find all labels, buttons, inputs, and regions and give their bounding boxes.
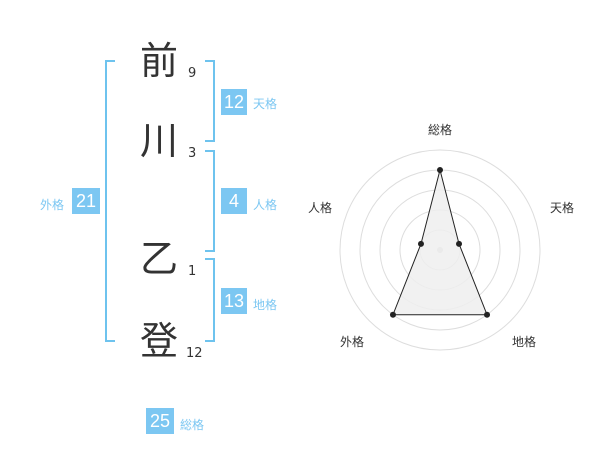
radar-axis-label: 人格 xyxy=(308,200,332,215)
stroke-count-4: 12 xyxy=(186,346,203,361)
stroke-count-3: 1 xyxy=(188,264,197,279)
tenkaku-bracket xyxy=(205,60,215,142)
name-char-4: 登 xyxy=(140,319,179,363)
name-char-2: 川 xyxy=(140,119,179,163)
gaikaku-bracket xyxy=(105,60,115,342)
chikaku-bracket xyxy=(205,258,215,342)
name-char-1: 前 xyxy=(140,39,179,83)
stroke-count-1: 9 xyxy=(188,66,197,81)
radar-point xyxy=(417,240,424,247)
chikaku-value: 13 xyxy=(221,288,247,314)
gaikaku-value: 21 xyxy=(72,188,100,214)
radar-grid-ring xyxy=(339,149,541,351)
radar-axis-label: 天格 xyxy=(550,200,574,215)
radar-point xyxy=(456,240,463,247)
name-char-3: 乙 xyxy=(140,237,179,281)
radar-point xyxy=(437,167,443,173)
jinkaku-bracket xyxy=(205,150,215,252)
radar-axis-label: 総格 xyxy=(428,122,452,137)
tenkaku-value: 12 xyxy=(221,89,247,115)
soukaku-label: 総格 xyxy=(180,418,205,432)
radar-series-polygon xyxy=(392,169,488,316)
jinkaku-value: 4 xyxy=(221,188,247,214)
gaikaku-label: 外格 xyxy=(40,198,65,212)
tenkaku-label: 天格 xyxy=(253,97,278,111)
chikaku-label: 地格 xyxy=(253,298,278,312)
radar-axis-label: 地格 xyxy=(512,334,536,349)
radar-point xyxy=(389,311,396,318)
stroke-count-2: 3 xyxy=(188,146,197,161)
radar-point xyxy=(484,311,491,318)
jinkaku-label: 人格 xyxy=(253,198,278,212)
radar-axis-label: 外格 xyxy=(340,334,364,349)
soukaku-value: 25 xyxy=(146,408,174,434)
